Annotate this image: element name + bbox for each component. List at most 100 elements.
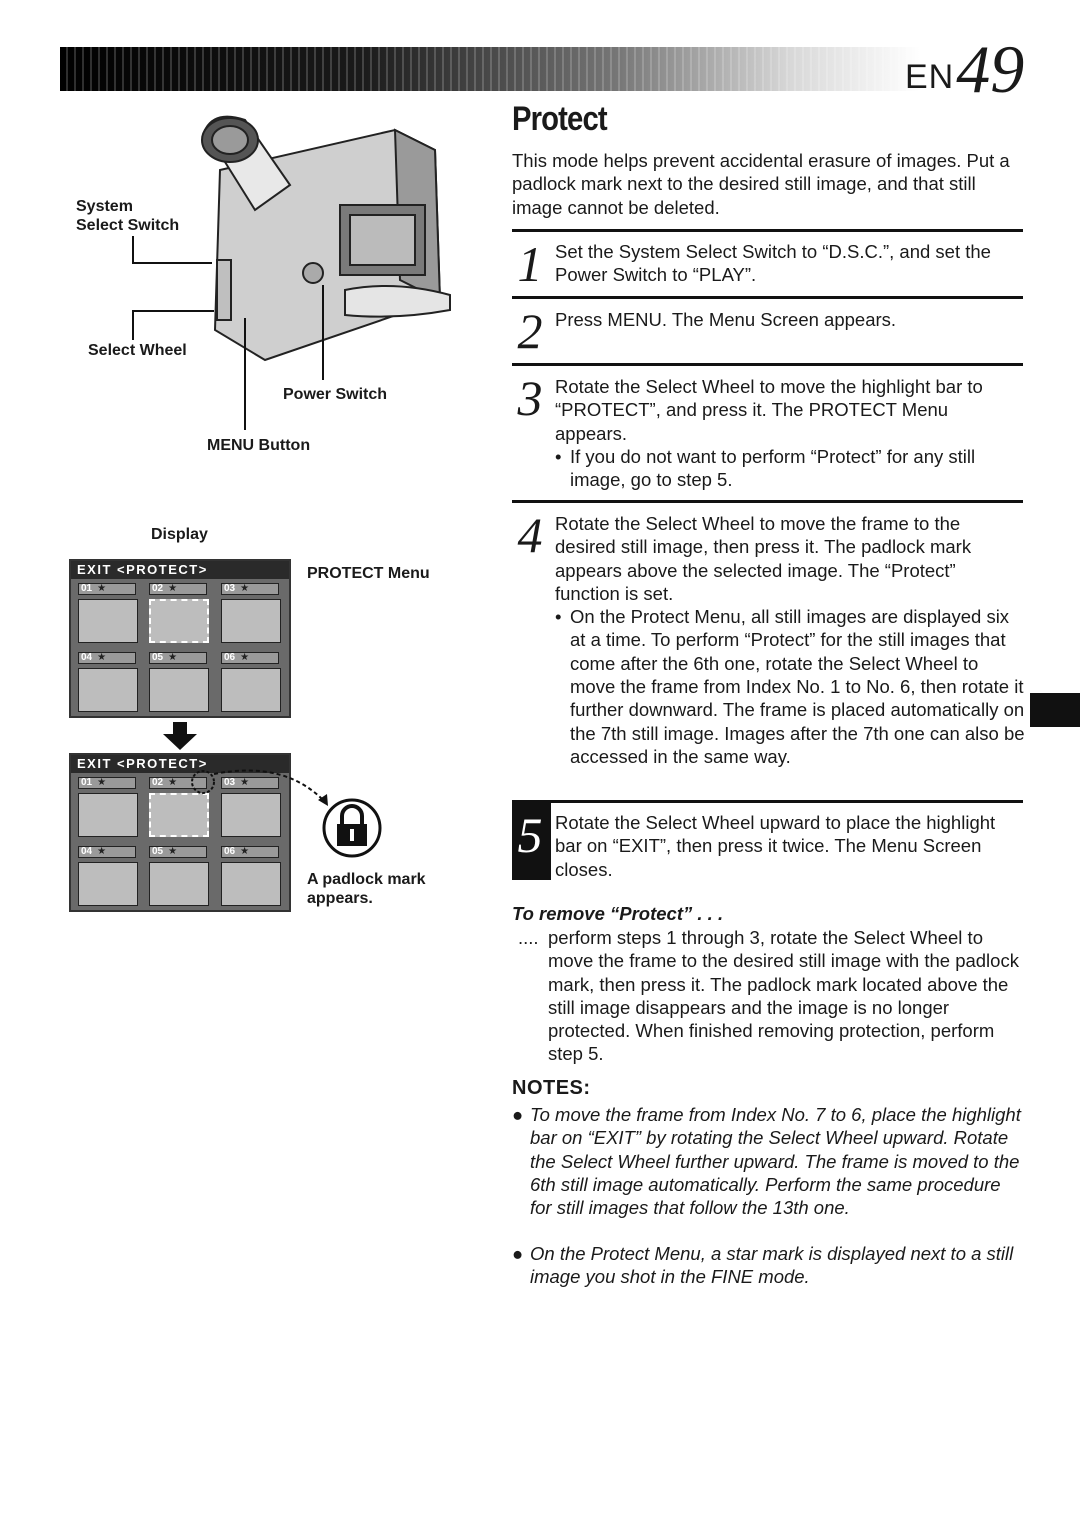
star-icon: ★ bbox=[240, 583, 250, 594]
cell-index: 03 bbox=[224, 777, 236, 788]
step-number: 5 bbox=[517, 807, 543, 863]
step-text: Rotate the Select Wheel upward to place … bbox=[555, 812, 996, 880]
cell-label: 02★ bbox=[149, 583, 207, 595]
callout-line bbox=[132, 310, 134, 340]
bullet-text: On the Protect Menu, all still images ar… bbox=[570, 606, 1025, 767]
label-padlock: A padlock mark appears. bbox=[307, 871, 426, 907]
note-bullet: ● bbox=[512, 1243, 524, 1264]
step-divider bbox=[512, 500, 1023, 503]
step-number: 4 bbox=[517, 507, 543, 563]
label-display: Display bbox=[151, 526, 208, 543]
remove-text: perform steps 1 through 3, rotate the Se… bbox=[548, 927, 1019, 1065]
page-number: EN 49 bbox=[905, 30, 1025, 107]
protect-menu-screen-locked: EXIT <PROTECT> 01 ★ 02 ★ 03 ★ 04★ 05 ★ 06 ★ bbox=[69, 753, 291, 912]
thumbnail-people bbox=[221, 793, 281, 837]
step-divider bbox=[512, 229, 1023, 232]
cell-label: 03 ★ bbox=[221, 583, 279, 595]
step-content: Rotate the Select Wheel to move the high… bbox=[555, 375, 1025, 491]
thumbnail-person bbox=[149, 862, 209, 906]
star-icon: ★ bbox=[97, 583, 107, 594]
callout-line bbox=[132, 262, 212, 264]
star-icon: ★ bbox=[240, 652, 250, 663]
note-text: On the Protect Menu, a star mark is disp… bbox=[530, 1243, 1014, 1288]
cell-index: 03 bbox=[224, 583, 236, 594]
remove-heading: To remove “Protect” . . . bbox=[512, 903, 724, 924]
callout-line bbox=[132, 310, 214, 312]
callout-line bbox=[244, 318, 246, 430]
thumbnail-people bbox=[221, 599, 281, 643]
thumbnail-sunset bbox=[221, 862, 281, 906]
step-number: 2 bbox=[517, 303, 543, 359]
thumbnail-sunset bbox=[221, 668, 281, 712]
label-system-select-switch: System Select Switch bbox=[76, 198, 180, 234]
cell-label: 01 ★ bbox=[78, 583, 136, 595]
cell-index: 06 bbox=[224, 846, 236, 857]
note-bullet: ● bbox=[512, 1104, 524, 1125]
star-icon: ★ bbox=[97, 777, 107, 788]
note-item: ● On the Protect Menu, a star mark is di… bbox=[512, 1242, 1024, 1289]
bullet-glyph: • bbox=[555, 606, 562, 628]
cell-index: 04 bbox=[81, 652, 93, 663]
star-icon: ★ bbox=[168, 846, 178, 857]
down-arrow-icon bbox=[163, 722, 197, 750]
cell-label: 03 ★ bbox=[221, 777, 279, 789]
star-icon: ★ bbox=[168, 583, 178, 594]
step-divider bbox=[512, 800, 1023, 803]
star-icon: ★ bbox=[168, 777, 178, 788]
step-text: Rotate the Select Wheel to move the high… bbox=[555, 376, 983, 444]
label-protect-menu: PROTECT Menu bbox=[307, 565, 430, 582]
chapter-tab bbox=[1030, 693, 1080, 727]
thumbnail-landscape bbox=[78, 862, 138, 906]
step-number: 3 bbox=[517, 370, 543, 426]
label-select-wheel: Select Wheel bbox=[88, 342, 187, 359]
thumbnail-flower bbox=[78, 793, 138, 837]
protect-menu-screen: EXIT <PROTECT> 01 ★ 02★ 03 ★ 04 ★ 05 ★ 06 ★ bbox=[69, 559, 291, 718]
cell-label: 05 ★ bbox=[149, 846, 207, 858]
note-text: To move the frame from Index No. 7 to 6,… bbox=[530, 1104, 1021, 1219]
star-icon: ★ bbox=[240, 846, 250, 857]
cell-label: 06 ★ bbox=[221, 846, 279, 858]
thumbnail-people-selected bbox=[149, 599, 209, 643]
step-divider bbox=[512, 296, 1023, 299]
step-bullet: • If you do not want to perform “Protect… bbox=[555, 445, 1025, 492]
label-power-switch: Power Switch bbox=[283, 386, 388, 403]
step-5-number-block bbox=[512, 800, 551, 880]
page-prefix: EN bbox=[905, 58, 955, 96]
cell-index: 05 bbox=[152, 652, 164, 663]
page-number-value: 49 bbox=[956, 31, 1025, 107]
padlock-callout bbox=[191, 769, 328, 806]
page-title: Protect bbox=[512, 100, 608, 138]
remove-dots: .... bbox=[518, 927, 539, 948]
notes-heading: NOTES: bbox=[512, 1077, 591, 1099]
step-number: 1 bbox=[517, 236, 543, 292]
bullet-text: If you do not want to perform “Protect” … bbox=[570, 445, 976, 491]
screen-header: EXIT <PROTECT> bbox=[71, 755, 289, 773]
cell-index: 05 bbox=[152, 846, 164, 857]
step-divider bbox=[512, 363, 1023, 366]
screen-header: EXIT <PROTECT> bbox=[71, 561, 289, 579]
cell-index: 06 bbox=[224, 652, 236, 663]
label-menu-button: MENU Button bbox=[207, 437, 311, 454]
cell-label: 04 ★ bbox=[78, 652, 136, 664]
header-gradient-bar bbox=[60, 47, 920, 91]
callout-line bbox=[132, 236, 134, 264]
star-icon: ★ bbox=[97, 652, 107, 663]
note-item: ● To move the frame from Index No. 7 to … bbox=[512, 1103, 1024, 1219]
cell-index: 02 bbox=[152, 777, 164, 788]
cell-index: 01 bbox=[81, 777, 93, 788]
step-content: Rotate the Select Wheel to move the fram… bbox=[555, 512, 1025, 768]
cell-label: 04★ bbox=[78, 846, 136, 858]
callout-line bbox=[322, 285, 324, 380]
cell-label: 05 ★ bbox=[149, 652, 207, 664]
thumbnail-person bbox=[149, 668, 209, 712]
star-icon: ★ bbox=[168, 652, 178, 663]
thumbnail-landscape bbox=[78, 668, 138, 712]
intro-paragraph: This mode helps prevent accidental erasu… bbox=[512, 150, 1010, 218]
cell-label: 01 ★ bbox=[78, 777, 136, 789]
cell-label: 06 ★ bbox=[221, 652, 279, 664]
step-text: Press MENU. The Menu Screen appears. bbox=[555, 309, 897, 330]
step-bullet: • On the Protect Menu, all still images … bbox=[555, 605, 1025, 768]
star-icon: ★ bbox=[240, 777, 250, 788]
cell-index: 01 bbox=[81, 583, 93, 594]
bullet-glyph: • bbox=[555, 445, 562, 467]
